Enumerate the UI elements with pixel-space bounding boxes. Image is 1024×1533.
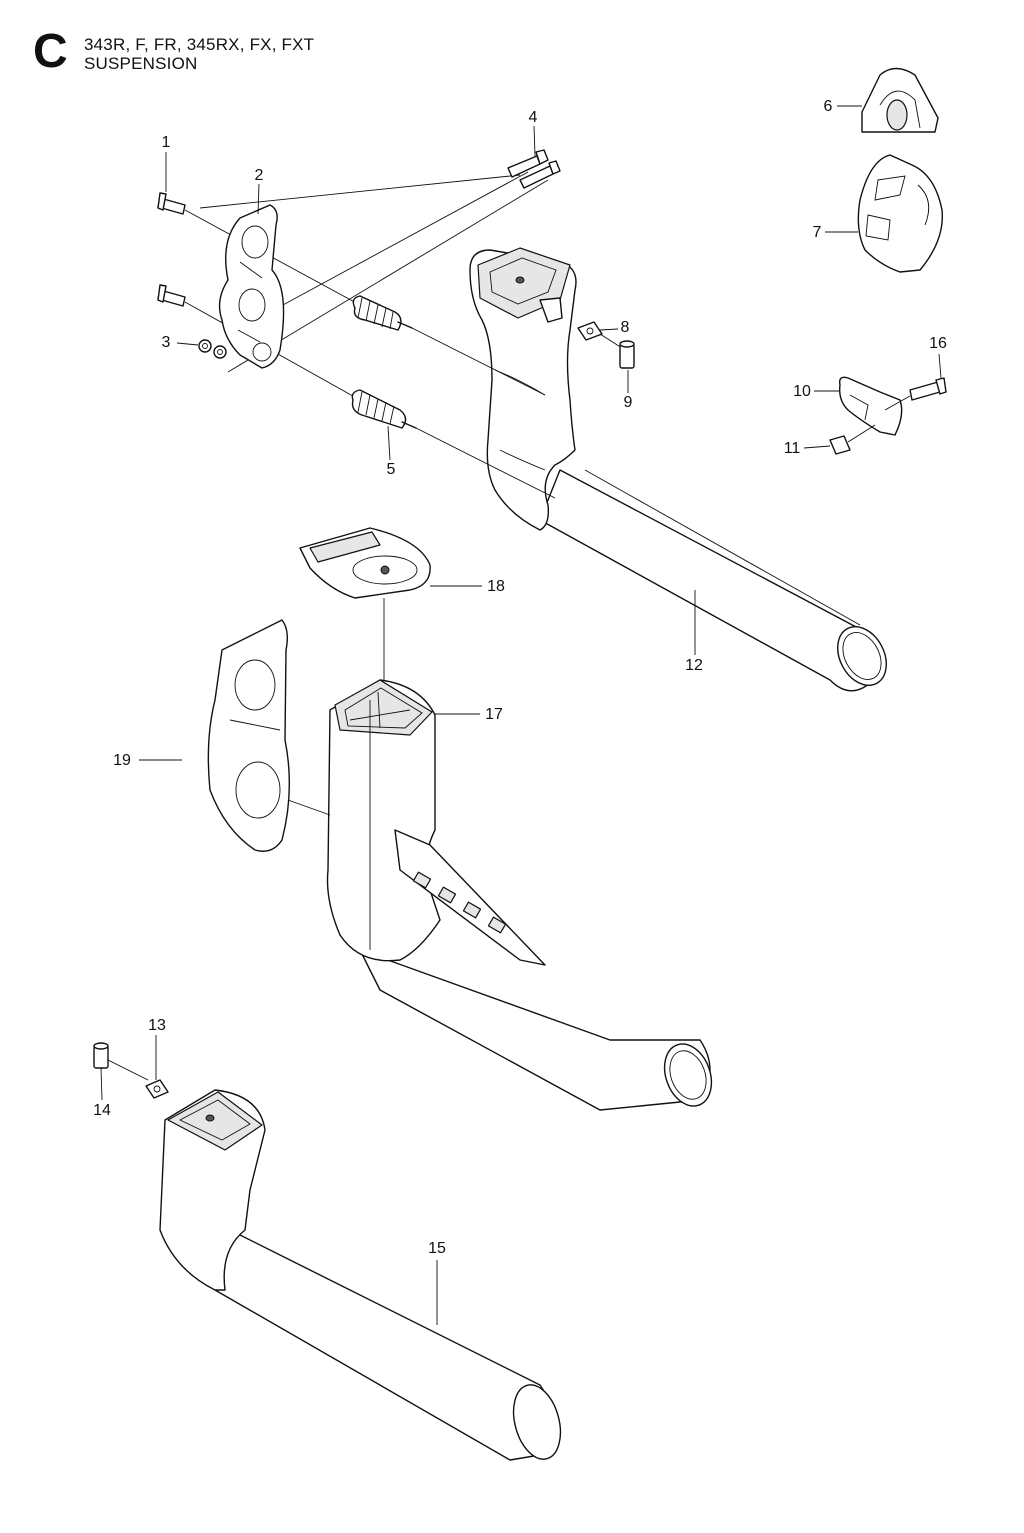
callout-13: 13 [148,1017,166,1034]
part-7-clip [857,154,944,273]
callout-2: 2 [254,167,264,184]
callout-15: 15 [428,1240,446,1257]
callout-leaders [100,105,942,1325]
callout-14: 14 [93,1102,111,1119]
part-12-handle-tube [469,247,887,692]
callout-10: 10 [793,383,811,400]
callout-12: 12 [685,657,703,674]
callout-19: 19 [113,752,131,769]
part-8-9-nut-spacer [577,321,635,369]
callout-16: 16 [929,335,947,352]
part-15-lower-tube [159,1089,562,1461]
callout-5: 5 [386,461,396,478]
part-19-side-bracket [207,619,331,852]
part-10-bracket [838,376,903,436]
callout-8: 8 [620,319,630,336]
part-3-nuts [198,339,227,359]
callout-11: 11 [783,440,801,457]
part-2-mount-plate [218,204,285,369]
part-16-screw [884,377,947,411]
part-13-nut [145,1079,169,1099]
part-6-clip [861,67,939,133]
part-17-handle-body [326,679,713,1111]
callout-9: 9 [623,394,633,411]
callout-6: 6 [823,98,833,115]
section-letter: C [33,25,68,78]
callout-1: 1 [161,134,171,151]
part-5-dampers [351,295,556,499]
callout-4: 4 [528,109,538,126]
callout-7: 7 [812,224,822,241]
section-title: SUSPENSION [84,54,198,73]
part-11-nut [829,424,876,455]
part-14-spacer [93,1042,149,1081]
part-18-pad [299,527,431,680]
callout-17: 17 [485,706,503,723]
callout-3: 3 [161,334,171,351]
model-line: 343R, F, FR, 345RX, FX, FXT [84,35,315,54]
callout-18: 18 [487,578,505,595]
